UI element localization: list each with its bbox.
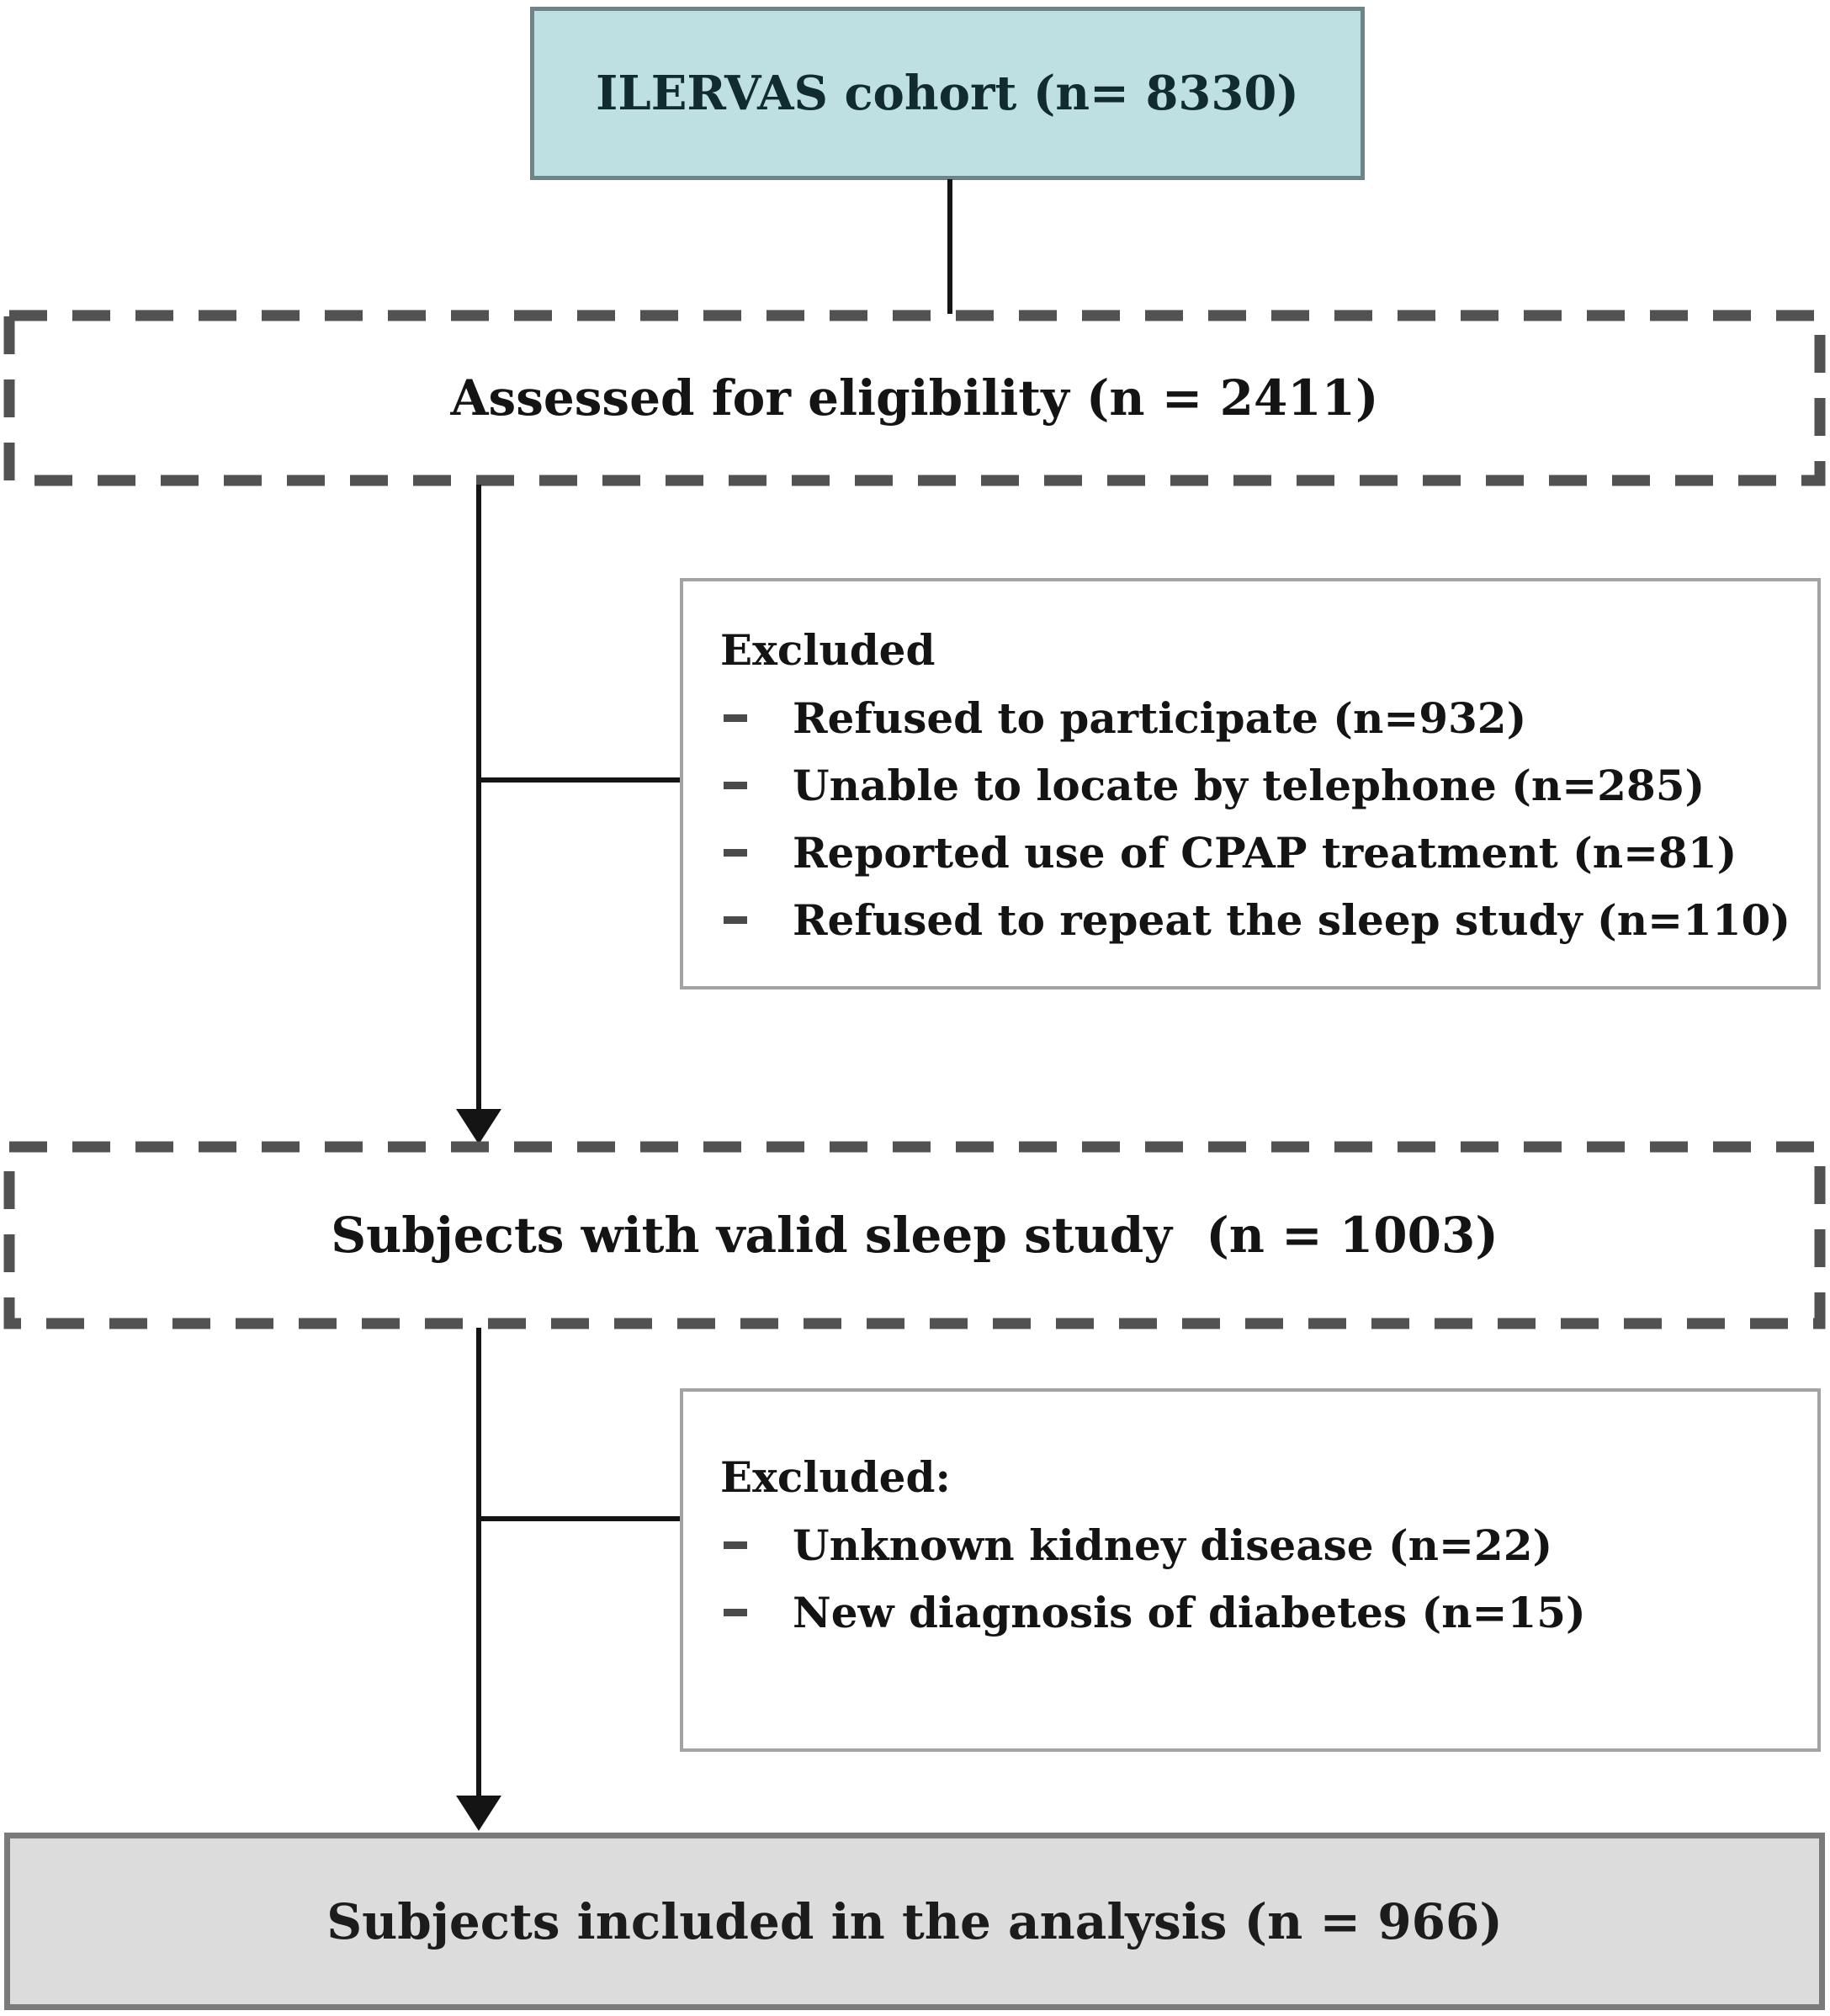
analysis-box: Subjects included in the analysis (n = 9… xyxy=(4,1833,1825,2010)
bullet-dash-icon xyxy=(724,1608,747,1616)
list-item: New diagnosis of diabetes (n=15) xyxy=(720,1578,1817,1646)
eligibility-box-label: Assessed for eligibility (n = 2411) xyxy=(450,369,1379,427)
eligibility-box: Assessed for eligibility (n = 2411) xyxy=(3,310,1826,486)
bullet-dash-icon xyxy=(724,915,747,924)
bullet-dash-icon xyxy=(724,781,747,789)
valid-sleep-box: Subjects with valid sleep study (n = 100… xyxy=(3,1141,1826,1329)
dashed-border xyxy=(3,310,1826,486)
excluded-box-1-title: Excluded xyxy=(720,624,936,675)
excluded-item-text: Reported use of CPAP treatment (n=81) xyxy=(793,827,1737,878)
excluded-box-2-title: Excluded: xyxy=(720,1451,951,1502)
excluded-box-2: Excluded: Unknown kidney disease (n=22) … xyxy=(680,1388,1821,1752)
excluded-box-1: Excluded Refused to participate (n=932) … xyxy=(680,578,1821,989)
flow-line-1 xyxy=(476,485,481,1114)
list-item: Unable to locate by telephone (n=285) xyxy=(720,751,1817,819)
excluded-item-text: Refused to participate (n=932) xyxy=(793,692,1527,743)
excluded-item-text: New diagnosis of diabetes (n=15) xyxy=(793,1587,1586,1637)
bullet-dash-icon xyxy=(724,848,747,857)
bullet-dash-icon xyxy=(724,1541,747,1549)
list-item: Unknown kidney disease (n=22) xyxy=(720,1511,1817,1578)
cohort-box-label: ILERVAS cohort (n= 8330) xyxy=(596,66,1299,121)
cohort-box: ILERVAS cohort (n= 8330) xyxy=(530,7,1365,180)
valid-sleep-box-label: Subjects with valid sleep study (n = 100… xyxy=(331,1207,1498,1264)
dashed-border xyxy=(3,1141,1826,1329)
excluded-item-text: Unknown kidney disease (n=22) xyxy=(793,1520,1553,1570)
list-item: Reported use of CPAP treatment (n=81) xyxy=(720,819,1817,886)
list-item: Refused to repeat the sleep study (n=110… xyxy=(720,886,1817,953)
excluded-item-text: Unable to locate by telephone (n=285) xyxy=(793,760,1705,810)
branch-line-2 xyxy=(479,1516,682,1521)
arrowhead-down-icon xyxy=(456,1796,501,1831)
analysis-box-label: Subjects included in the analysis (n = 9… xyxy=(326,1892,1503,1950)
flow-line-2 xyxy=(476,1328,481,1801)
bullet-dash-icon xyxy=(724,714,747,722)
list-item: Refused to participate (n=932) xyxy=(720,684,1817,751)
branch-line-1 xyxy=(479,777,682,783)
arrowhead-down-icon xyxy=(456,1109,501,1144)
connector-line-top xyxy=(947,179,952,314)
excluded-item-text: Refused to repeat the sleep study (n=110… xyxy=(793,894,1790,945)
